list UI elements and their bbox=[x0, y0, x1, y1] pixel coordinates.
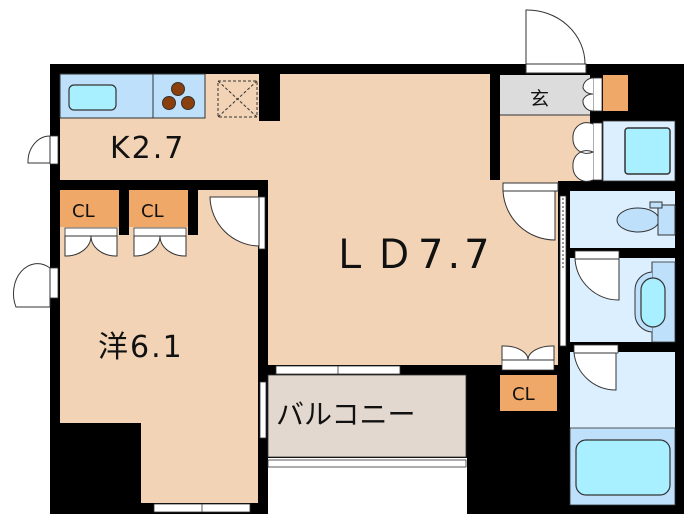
washbasin-icon bbox=[640, 277, 666, 328]
stove-icon bbox=[162, 82, 195, 110]
washer-door-icon bbox=[572, 122, 603, 182]
western-room-label: 洋6.1 bbox=[98, 330, 184, 365]
washer-pan-icon bbox=[624, 127, 671, 175]
door-icon bbox=[502, 190, 556, 241]
genkan-label: 玄 bbox=[530, 88, 549, 110]
toilet-room bbox=[570, 191, 676, 248]
door-icon bbox=[574, 258, 620, 301]
shoe-closet bbox=[603, 75, 628, 111]
bathroom bbox=[569, 344, 676, 506]
balcony-label: バルコニー bbox=[276, 398, 415, 431]
living-dining-room: ＬＤ7.7 bbox=[268, 74, 567, 365]
side-door-icons bbox=[12, 135, 59, 308]
bathtub-icon bbox=[575, 439, 671, 496]
door-icon bbox=[573, 352, 617, 391]
living-dining-label: ＬＤ7.7 bbox=[330, 232, 494, 278]
closet-label: CL bbox=[72, 201, 95, 222]
kitchen-label: K2.7 bbox=[110, 131, 185, 166]
shoe-closet-door-icon bbox=[582, 77, 603, 112]
western-room: CL CL 洋6.1 bbox=[60, 190, 266, 513]
fridge-space-icon bbox=[217, 80, 258, 118]
window-icon bbox=[259, 381, 267, 439]
sink-icon bbox=[68, 84, 117, 111]
closet-door-icon bbox=[64, 227, 187, 257]
door-icon bbox=[209, 196, 260, 247]
entry-door-icon[interactable] bbox=[525, 9, 586, 65]
washroom bbox=[570, 250, 676, 343]
genkan: 玄 bbox=[500, 9, 676, 182]
toilet-icon bbox=[616, 207, 660, 233]
closet-door-icon bbox=[501, 345, 555, 361]
ld-closet: CL bbox=[500, 345, 557, 411]
closet-label: CL bbox=[141, 201, 164, 222]
balcony: バルコニー bbox=[259, 365, 467, 468]
closet-label: CL bbox=[512, 384, 535, 405]
